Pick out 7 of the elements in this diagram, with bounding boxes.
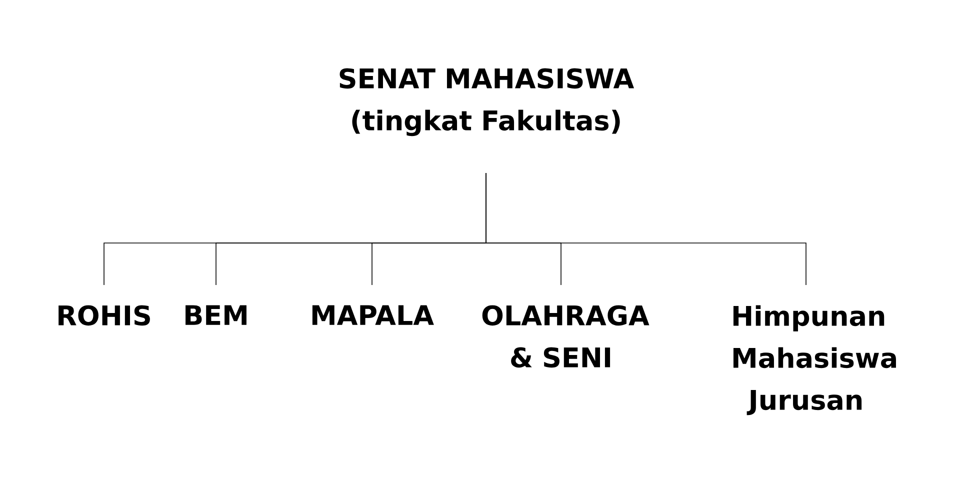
node-label: OLAHRAGA & SENI	[482, 305, 650, 368]
connector-line	[486, 172, 806, 286]
node-label: MAPALA	[312, 305, 434, 325]
node-label: Himpunan Mahasiswa Jurusan	[733, 305, 896, 416]
node-label: BEM	[186, 305, 246, 325]
node-label: ROHIS	[58, 305, 150, 326]
node-label: SENAT MAHASISWA (tingkat Fakultas)	[340, 68, 634, 136]
